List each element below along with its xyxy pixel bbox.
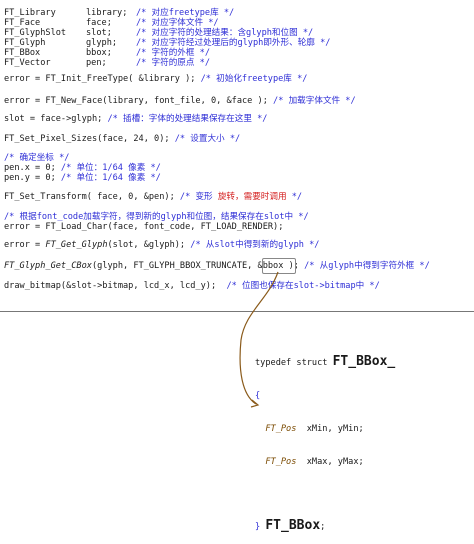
code-get-cbox: FT_Glyph_Get_CBox(glyph, FT_GLYPH_BBOX_T… [4, 261, 430, 271]
code-get-glyph: error = FT_Get_Glyph(slot, &glyph); /* 从… [4, 240, 320, 250]
struct-field-max: FT_Pos xMax, yMax; [265, 457, 364, 467]
bbox-highlight [262, 258, 296, 274]
code-transform: FT_Set_Transform( face, 0, &pen); /* 变形 … [4, 192, 303, 202]
code-newface: error = FT_New_Face(library, font_file, … [4, 96, 356, 106]
code-init: error = FT_Init_FreeType( &library ); /*… [4, 74, 308, 84]
code-load-comment: /* 根据font_code加载字符，得到新的glyph和位图，结果保存在slo… [4, 212, 309, 222]
code-pen-y: pen.y = 0; /* 单位：1/64 像素 */ [4, 173, 161, 183]
struct-field-min: FT_Pos xMin, yMin; [265, 424, 364, 434]
code-pen-x: pen.x = 0; /* 单位：1/64 像素 */ [4, 163, 161, 173]
separator-line [0, 311, 474, 312]
code-draw-bitmap: draw_bitmap(&slot->bitmap, lcd_x, lcd_y)… [4, 281, 380, 291]
struct-open-brace: { [255, 391, 261, 401]
code-pixel-sizes: FT_Set_Pixel_Sizes(face, 24, 0); /* 设置大小… [4, 134, 241, 144]
struct-header: typedef struct FT_BBox_ [255, 354, 396, 369]
bbox-struct-definition: typedef struct FT_BBox_ { FT_Pos xMin, y… [255, 334, 395, 544]
code-slot: slot = face->glyph; /* 插槽：字体的处理结果保存在这里 *… [4, 114, 268, 124]
code-load-char: error = FT_Load_Char(face, font_code, FT… [4, 222, 284, 232]
code-coord-comment: /* 确定坐标 */ [4, 153, 70, 163]
struct-close: } FT_BBox; [255, 518, 326, 533]
